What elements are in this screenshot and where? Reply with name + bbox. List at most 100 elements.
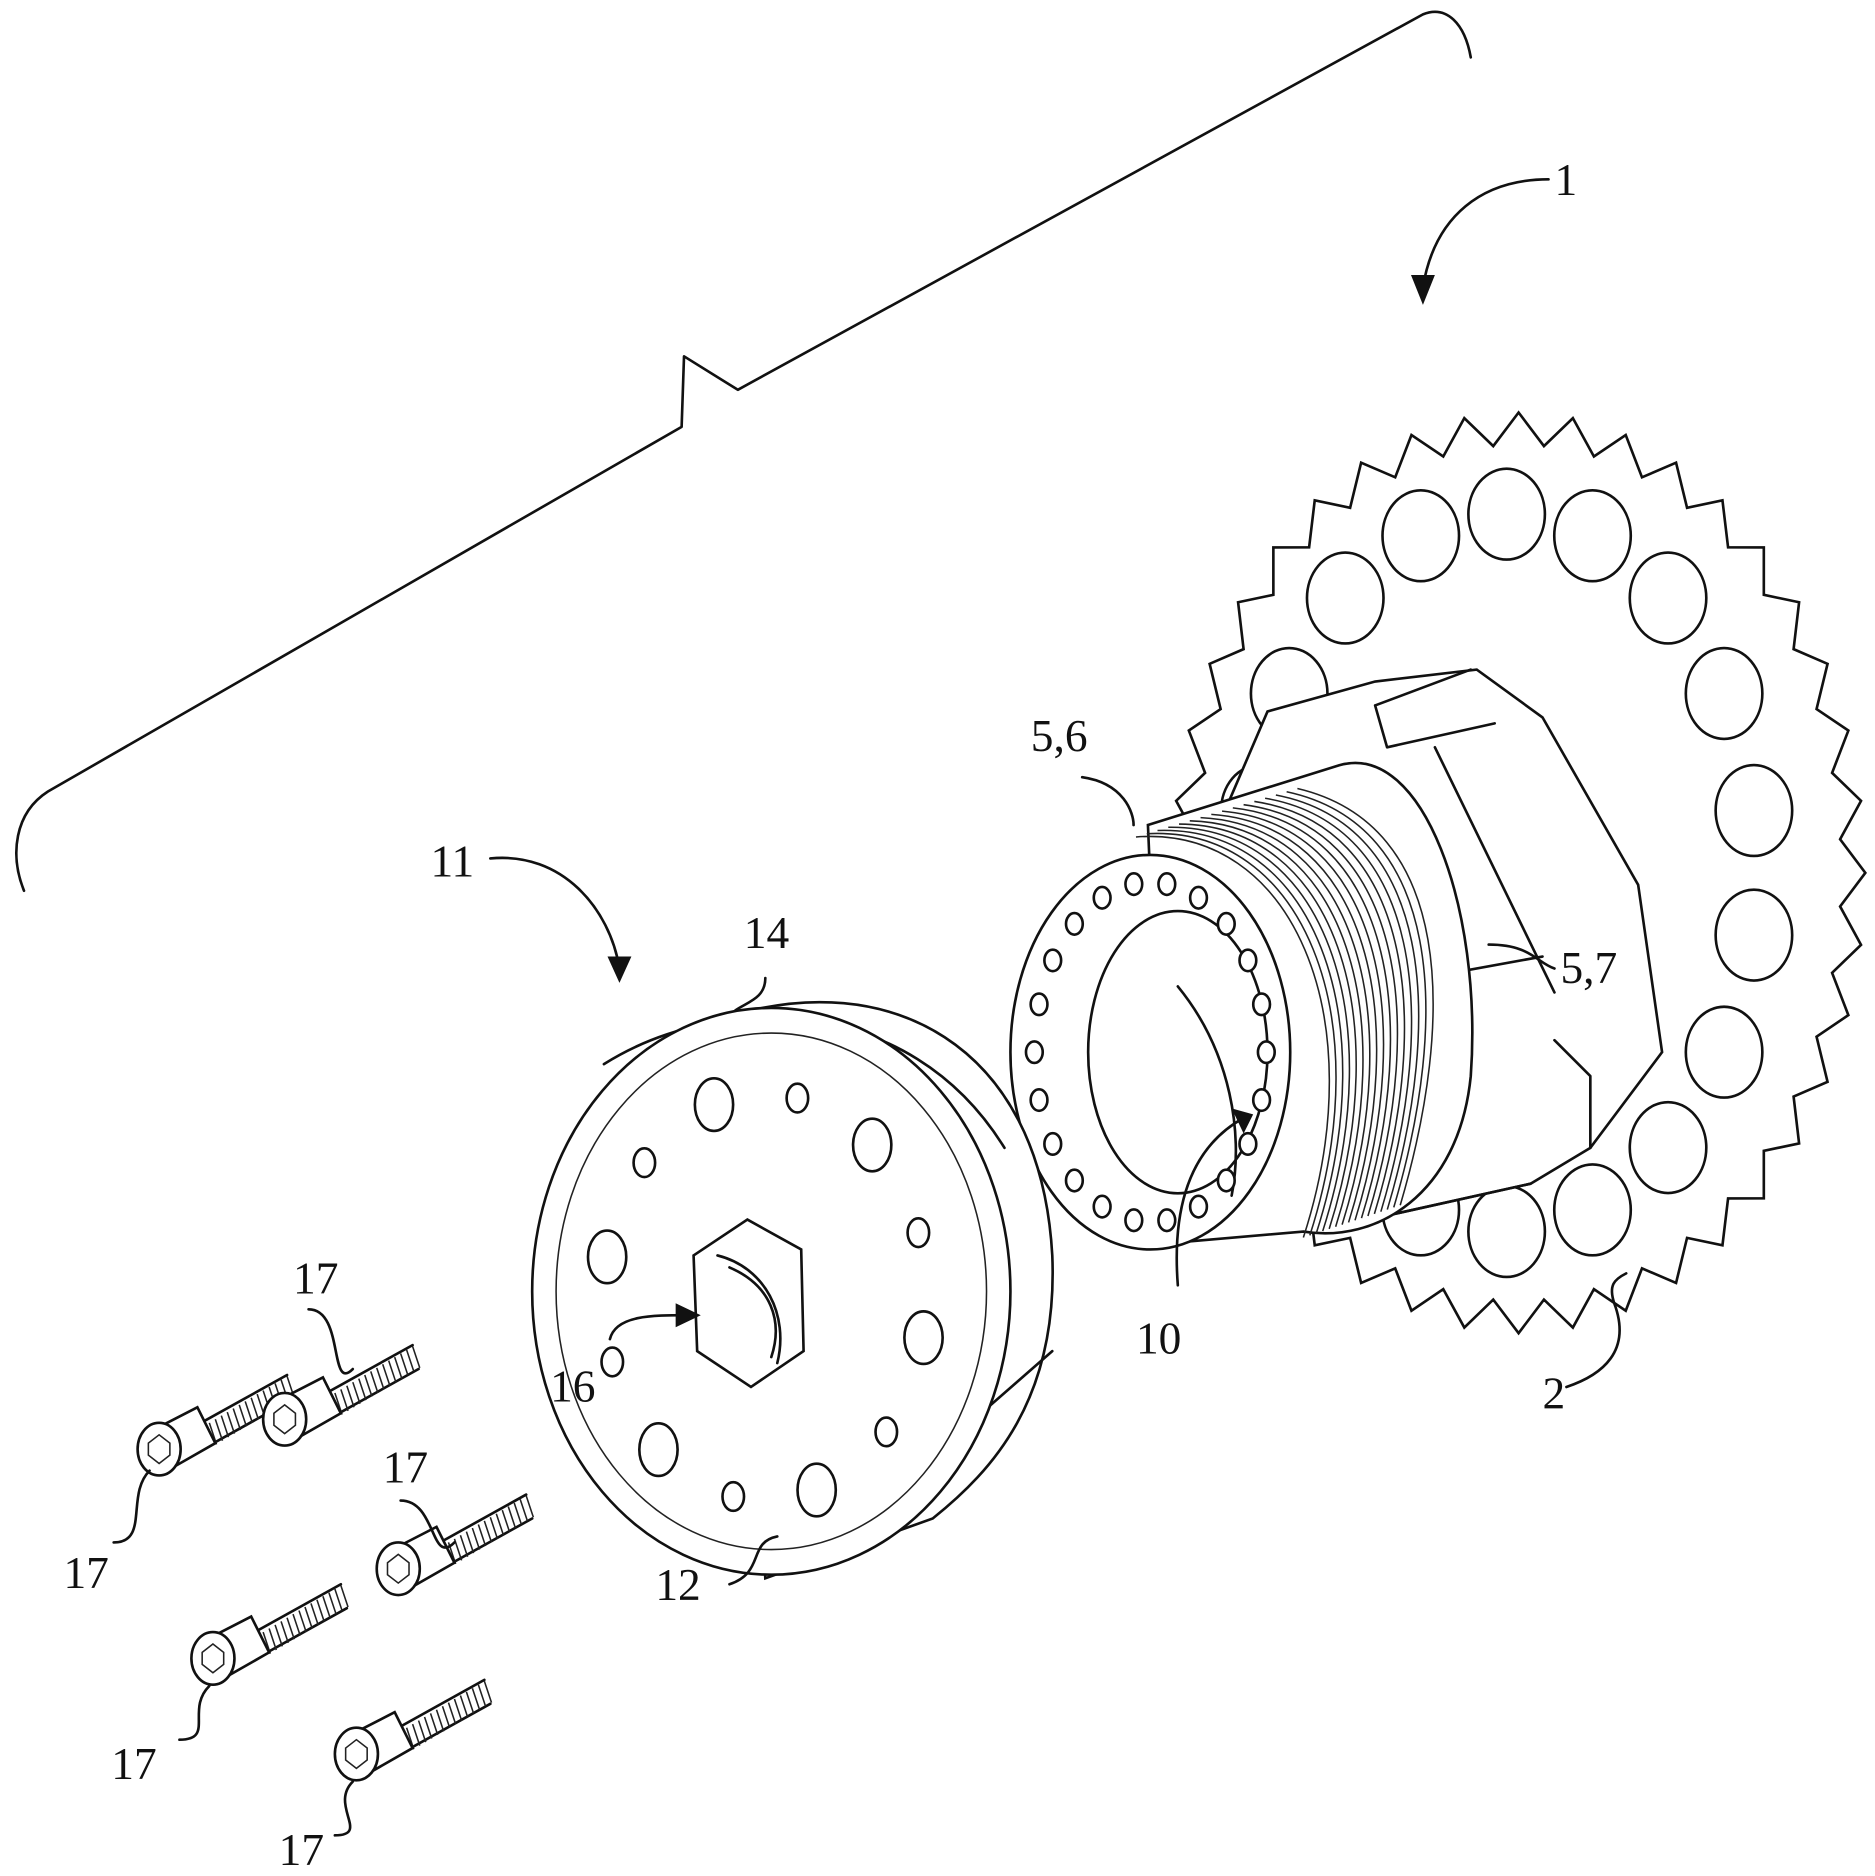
screw-thread <box>484 1681 491 1703</box>
screw-thread <box>233 1408 240 1430</box>
screw-thread <box>401 1353 408 1375</box>
label-17: 17 <box>111 1739 156 1789</box>
gear-hole <box>1554 1164 1631 1255</box>
screw-thread <box>514 1503 521 1525</box>
screw-thread <box>413 1346 420 1368</box>
label-17: 17 <box>293 1254 338 1304</box>
screw-thread <box>305 1607 312 1629</box>
screw-thread <box>454 1699 461 1721</box>
screw-thread <box>359 1379 366 1401</box>
gear-hole <box>1554 490 1631 581</box>
screw-thread <box>502 1510 509 1532</box>
gear-hole <box>1716 765 1793 856</box>
screw-thread <box>335 1589 342 1611</box>
screw-thread <box>341 1389 348 1411</box>
screw-head-face <box>335 1728 378 1781</box>
bolt-hole <box>1240 1133 1257 1155</box>
cap-hole <box>876 1418 898 1447</box>
screw-thread <box>287 1618 294 1640</box>
gear-hole <box>1716 890 1793 981</box>
bolt-hole <box>1031 1089 1048 1111</box>
cap-hole <box>639 1423 677 1476</box>
screw-thread <box>460 1535 467 1557</box>
bolt-hole <box>1044 1133 1061 1155</box>
bolt-hole <box>1125 1209 1142 1231</box>
label-17: 17 <box>383 1443 428 1493</box>
screw-head-face <box>191 1632 234 1685</box>
cap-hole <box>908 1218 930 1247</box>
screw-head-face <box>263 1393 306 1446</box>
bolt-hole <box>1253 994 1270 1016</box>
screw-thread <box>431 1713 438 1735</box>
screw-thread <box>389 1361 396 1383</box>
screw-thread <box>365 1375 372 1397</box>
arrow-head-icon <box>1411 275 1435 305</box>
gear-hole <box>1630 553 1707 644</box>
screw-thread <box>293 1614 300 1636</box>
screw-thread <box>508 1507 515 1529</box>
label-12: 12 <box>655 1560 700 1610</box>
gear-hole <box>1630 1102 1707 1193</box>
screw-thread <box>377 1368 384 1390</box>
cap-hole <box>798 1464 836 1517</box>
cap-hole <box>602 1348 624 1377</box>
screw-thread <box>317 1600 324 1622</box>
bolt-hole <box>1218 1170 1235 1192</box>
label-5-6: 5,6 <box>1031 711 1088 761</box>
screw-leader <box>309 1309 353 1373</box>
bolt-hole <box>1026 1041 1043 1063</box>
screw-thread <box>383 1364 390 1386</box>
screw-thread <box>341 1585 348 1607</box>
bolt-hole <box>1158 1209 1175 1231</box>
arrow-1 <box>1423 179 1549 287</box>
screw-thread <box>466 1692 473 1714</box>
screw-thread <box>478 1524 485 1546</box>
label-11: 11 <box>431 836 475 886</box>
screw-thread <box>526 1496 533 1518</box>
screw-thread <box>281 1621 288 1643</box>
bolt-hole <box>1253 1089 1270 1111</box>
screw-thread <box>221 1416 228 1438</box>
screw-thread <box>478 1685 485 1707</box>
bolt-hole <box>1044 950 1061 972</box>
bolt-hole <box>1190 1196 1207 1218</box>
screw-thread <box>472 1688 479 1710</box>
cap-hole <box>722 1482 744 1511</box>
screw-thread <box>460 1695 467 1717</box>
screw-thread <box>311 1603 318 1625</box>
label-17: 17 <box>279 1825 324 1875</box>
screw-thread <box>353 1382 360 1404</box>
bolt-hole <box>1066 1170 1083 1192</box>
bolt-hole <box>1125 873 1142 895</box>
screw <box>335 1680 492 1780</box>
cap-hole <box>787 1084 809 1113</box>
gear-hole <box>1686 648 1763 739</box>
screw-head-face <box>138 1423 181 1476</box>
screw-thread <box>407 1350 414 1372</box>
label-14: 14 <box>744 908 789 958</box>
screw-thread <box>425 1717 432 1739</box>
screw-thread <box>329 1593 336 1615</box>
label-17: 17 <box>63 1548 108 1598</box>
bolt-hole <box>1158 873 1175 895</box>
screw-thread <box>466 1532 473 1554</box>
screw-thread <box>472 1528 479 1550</box>
screw <box>263 1345 420 1445</box>
screw-thread <box>437 1710 444 1732</box>
screw-thread <box>413 1724 420 1746</box>
bolt-hole <box>1031 994 1048 1016</box>
screw-thread <box>490 1517 497 1539</box>
screw-thread <box>347 1386 354 1408</box>
gear-hole <box>1468 469 1545 560</box>
bolt-hole <box>1066 913 1083 935</box>
screw-thread <box>520 1499 527 1521</box>
label-2: 2 <box>1543 1368 1566 1418</box>
screw-thread <box>496 1514 503 1536</box>
screw-thread <box>299 1611 306 1633</box>
screw-thread <box>395 1357 402 1379</box>
cap-hole <box>695 1078 733 1131</box>
gear-hole <box>1468 1186 1545 1277</box>
bolt-hole <box>1094 1196 1111 1218</box>
screw-thread <box>419 1721 426 1743</box>
